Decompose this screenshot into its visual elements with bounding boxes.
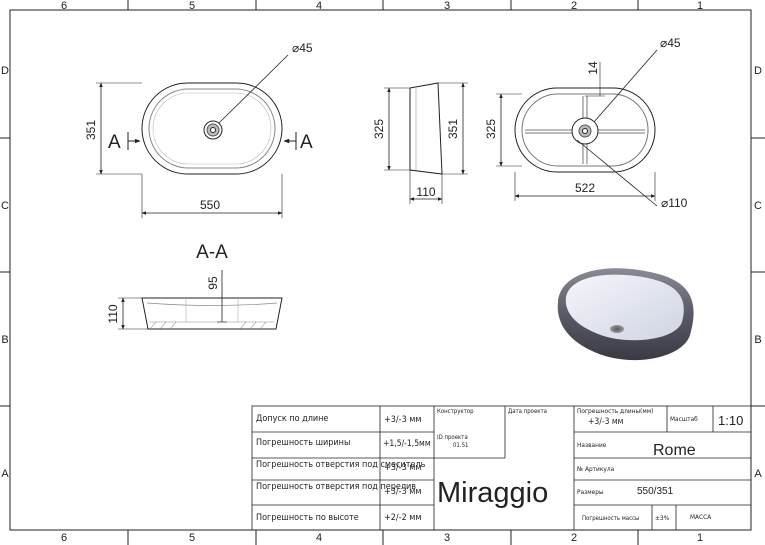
tolerance-height-value: +2/-2 мм — [384, 513, 422, 523]
row-label-left: B — [1, 334, 8, 346]
length-tol-label: Погрешность длины(мм) — [577, 407, 653, 415]
mass-tol-value: ±3% — [655, 514, 670, 522]
col-label-bottom: 5 — [189, 532, 195, 544]
side-view-labels: 325 351 110 — [372, 119, 460, 199]
bottom-view-labels: ⌀45 14 325 522 ⌀110 — [484, 36, 688, 210]
top-view-labels: ⌀45 351 550 A A — [84, 41, 313, 212]
section-mark-right: A — [300, 132, 313, 153]
brand-logo: Miraggio — [437, 477, 548, 509]
row-label-left: C — [1, 200, 9, 212]
dim-width-bottom: 522 — [575, 181, 595, 195]
mass-label: МАССА — [690, 513, 711, 521]
row-label-right: D — [754, 65, 762, 77]
constructor-label: Конструктор — [437, 408, 474, 415]
col-label-bottom: 3 — [444, 532, 450, 544]
size-label: Размеры — [577, 488, 604, 496]
length-tol-value: +3/-3 мм — [588, 417, 624, 427]
product-name: Rome — [653, 442, 696, 459]
top-view — [96, 54, 297, 218]
dim-outer-height: 351 — [446, 119, 460, 139]
tolerance-overflow-value: +3/-3 мм — [384, 487, 422, 497]
tolerance-mixer-hole-value: +3/-3 мм — [384, 463, 422, 473]
dim-hole-dia-bottom: ⌀45 — [660, 36, 681, 50]
title-block — [251, 405, 752, 531]
col-label-top: 5 — [189, 0, 195, 12]
scale-label: Масштаб — [670, 415, 698, 423]
col-label-top: 1 — [697, 0, 703, 12]
col-label-bottom: 1 — [697, 532, 703, 544]
col-label-bottom: 2 — [571, 532, 577, 544]
article-label: № Артикула — [577, 465, 615, 473]
dim-inner-height: 325 — [372, 119, 386, 139]
col-label-bottom: 6 — [61, 532, 67, 544]
tolerance-width-value: +1,5/-1,5мм — [383, 439, 431, 449]
side-view — [384, 82, 468, 204]
tolerance-overflow-label: Погрешность отверстия под перелив — [256, 482, 416, 492]
section-view — [118, 270, 283, 330]
row-label-right: B — [754, 334, 761, 346]
col-label-top: 2 — [571, 0, 577, 12]
name-label: Название — [577, 441, 607, 449]
tolerance-mixer-hole-label: Погрешность отверстия под смеситель — [256, 460, 426, 470]
section-mark-left: A — [108, 132, 121, 153]
bottom-view — [496, 49, 658, 207]
title-block-text: Допуск по длине +3/-3 мм Погрешность шир… — [256, 407, 743, 523]
mass-tol-label: Погрешность массы — [582, 515, 639, 522]
section-labels: 95 110 — [106, 276, 220, 324]
dim-section-height: 110 — [106, 304, 120, 323]
row-label-left: A — [1, 468, 9, 480]
row-label-right: A — [754, 468, 762, 480]
project-id-value: 01.51 — [453, 442, 468, 449]
tolerance-length-value: +3/-3 мм — [384, 415, 422, 425]
col-label-top: 6 — [61, 0, 67, 12]
section-title: A-A — [196, 242, 228, 263]
col-label-top: 3 — [444, 0, 450, 12]
dim-height-bottom: 325 — [484, 119, 498, 139]
col-label-bottom: 4 — [316, 532, 322, 544]
size-value: 550/351 — [637, 486, 674, 497]
col-label-top: 4 — [316, 0, 322, 12]
section-hatch — [149, 321, 267, 330]
dim-hole-dia: ⌀45 — [292, 41, 313, 55]
date-label: Дата проекта — [508, 408, 547, 415]
basin-render — [557, 268, 694, 361]
row-label-left: D — [1, 65, 9, 77]
project-id-label: ID проекта — [437, 434, 468, 441]
row-label-right: C — [754, 200, 762, 212]
dim-section-depth: 95 — [206, 276, 220, 290]
tolerance-width-label: Погрешность ширины — [256, 438, 350, 448]
dim-foot-dia: ⌀110 — [661, 196, 688, 210]
tolerance-length-label: Допуск по длине — [256, 414, 328, 424]
scale-value: 1:10 — [718, 413, 743, 428]
tolerance-height-label: Погрешность по высоте — [256, 513, 359, 523]
drain-hole — [203, 120, 223, 140]
dim-height: 351 — [84, 120, 98, 140]
dim-rib: 14 — [586, 61, 600, 75]
dim-depth: 110 — [416, 185, 435, 199]
dim-width: 550 — [200, 198, 220, 212]
